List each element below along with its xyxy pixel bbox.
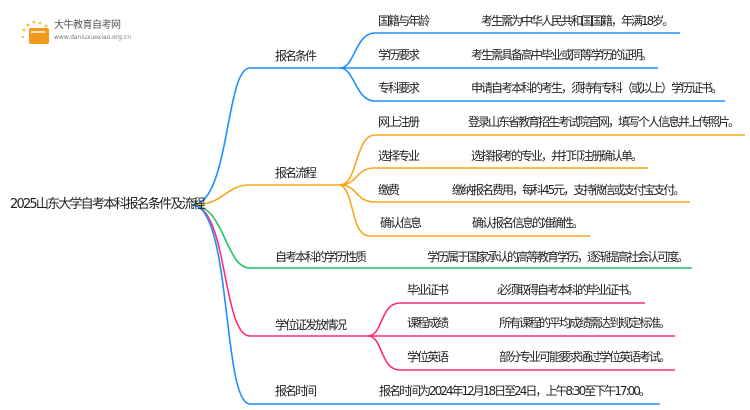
branch-process: 报名流程: [275, 166, 317, 180]
node-desc: 部分专业可能要求通过学位英语考试。: [499, 350, 671, 364]
connector-degree-3: [367, 335, 675, 371]
branch-education-nature: 自考本科的学历性质: [275, 250, 367, 264]
connector-root-nature: [191, 204, 692, 269]
node-label: 专科要求: [378, 81, 420, 95]
connector-root-process: [191, 184, 340, 206]
connector-root-conditions: [191, 67, 340, 206]
node-desc: 报名时间为2024年12月18日至24日，上午8:30至下午17:00。: [379, 384, 651, 398]
node-desc: 确认报名信息的准确性。: [472, 216, 584, 230]
connector-root-time: [191, 204, 660, 405]
node-desc: 考生需具备高中毕业或同等学历的证明。: [471, 48, 653, 62]
node-label: 国籍与年龄: [378, 14, 430, 28]
connector-conditions-3: [339, 67, 725, 102]
node-label: 选择专业: [378, 149, 420, 163]
branch-conditions: 报名条件: [275, 49, 317, 63]
node-desc: 申请自考本科的考生，须持有专科（或以上）学历证书。: [471, 81, 723, 95]
connector-process-1: [339, 134, 745, 186]
node-label: 学历要求: [378, 48, 420, 62]
node-desc: 选择报考的专业，并打印注册确认单。: [471, 149, 643, 163]
logo-name: 大牛教育自考网: [54, 20, 121, 31]
connector-conditions-1: [339, 32, 680, 69]
branch-registration-time: 报名时间: [275, 384, 317, 398]
node-label: 网上注册: [378, 115, 420, 129]
connector-process-4: [339, 184, 590, 237]
node-desc: 必须取得自考本科的毕业证书。: [497, 283, 639, 297]
node-label: 缴费: [378, 183, 400, 197]
connector-degree-1: [367, 302, 645, 337]
connector-process-2: [339, 167, 648, 186]
node-desc: 缴纳报名费用，每科45元，支持微信或支付宝支付。: [452, 183, 685, 197]
node-label: 确认信息: [380, 216, 422, 230]
node-label: 课程成绩: [407, 316, 449, 330]
node-desc: 所有课程的平均成绩需达到规定标准。: [499, 316, 671, 330]
node-desc: 登录山东省教育招生考试院官网，填写个人信息并上传照片。: [468, 115, 740, 129]
node-label: 毕业证书: [407, 283, 449, 297]
node-label: 学位英语: [407, 350, 449, 364]
root-topic: 2025山东大学自考本科报名条件及流程: [10, 197, 206, 212]
connector-process-3: [339, 184, 690, 203]
node-desc: 考生需为中华人民共和国国籍，年满18岁。: [481, 14, 674, 28]
logo-url: www.daniuxuexiao.org.cn: [54, 34, 131, 41]
book-logo-icon: [21, 20, 49, 44]
node-desc: 学历属于国家承认的高等教育学历，逐渐提高社会认可度。: [427, 250, 689, 264]
branch-degree: 学位证发放情况: [275, 318, 347, 332]
